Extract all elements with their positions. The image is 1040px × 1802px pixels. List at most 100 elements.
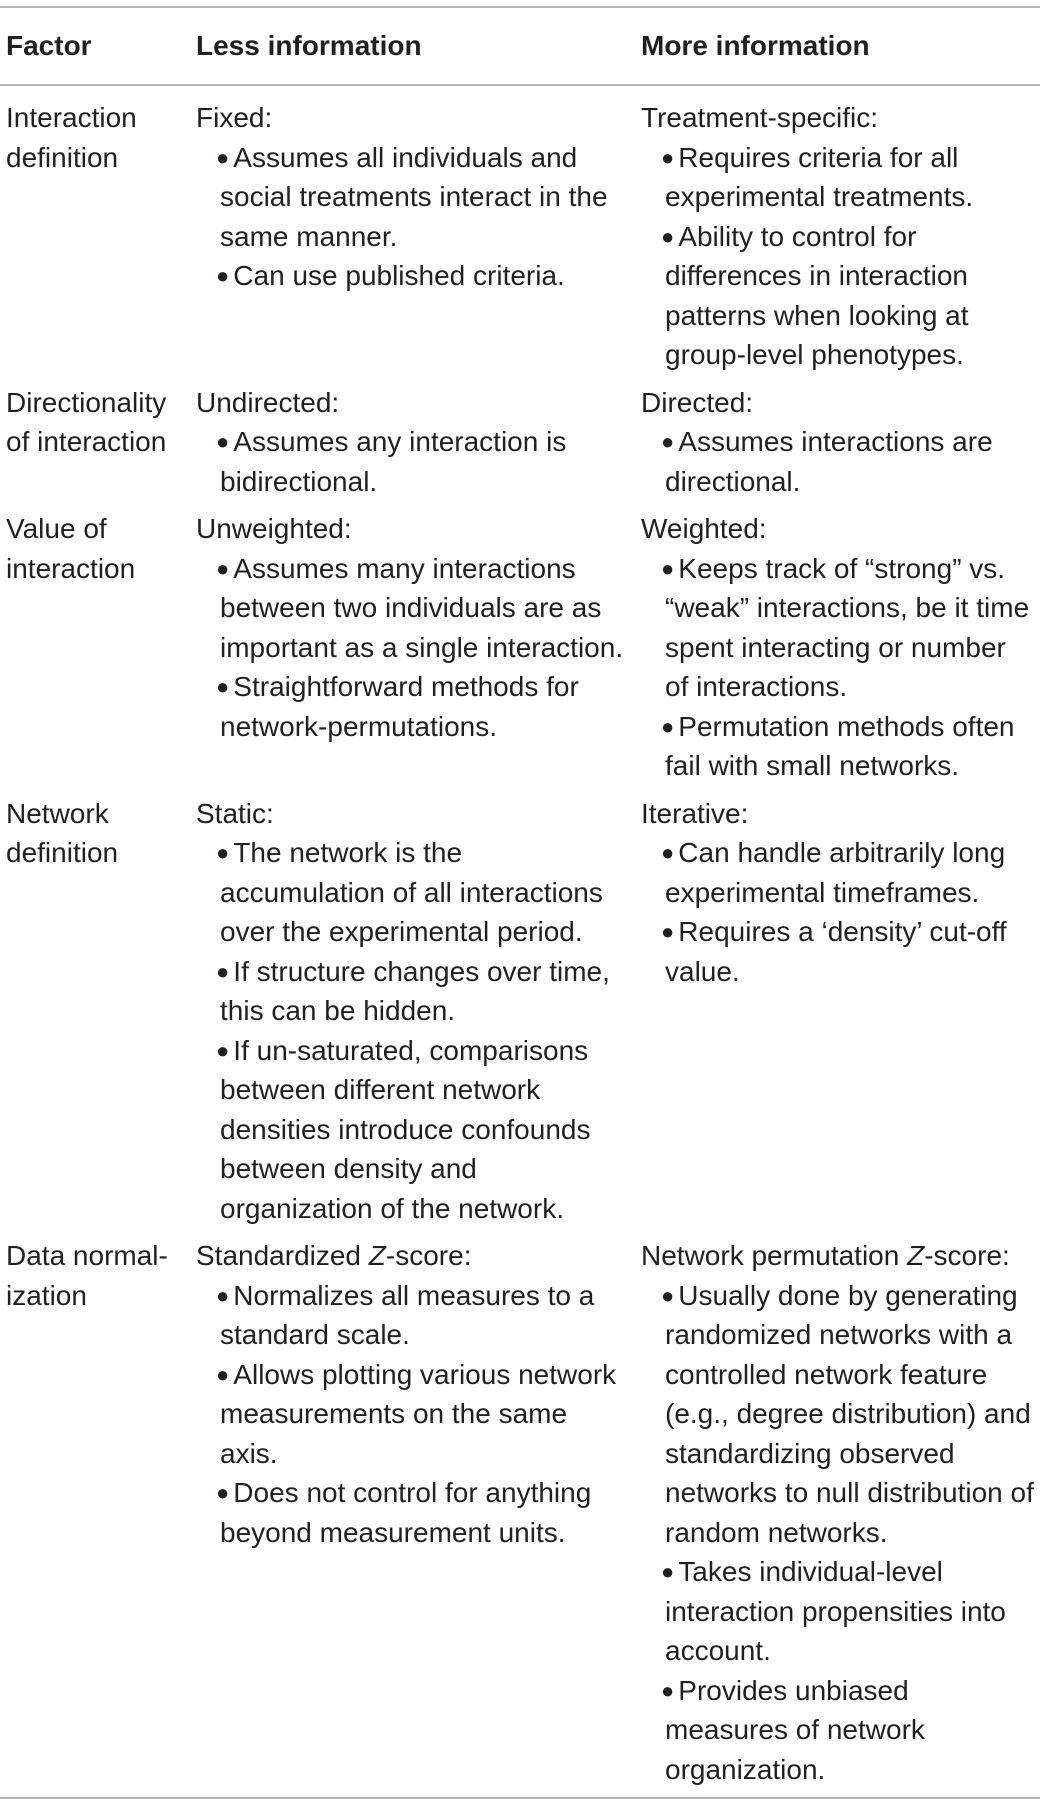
factor-cell: Directionality of interaction xyxy=(6,386,167,458)
bullet-icon: ● xyxy=(216,263,230,288)
factor-cell: Data normal-ization xyxy=(6,1240,168,1311)
bullet-text: Can handle arbitrarily long experimental… xyxy=(665,837,1006,908)
more-heading: Weighted: xyxy=(641,513,767,544)
more-information-cell: Weighted:●Keeps track of “strong” vs. “w… xyxy=(635,509,1040,794)
table-row: Data normal-ization Standardized Z-score:… xyxy=(0,1236,1040,1798)
bullet-text: Assumes many interactions between two in… xyxy=(220,552,624,663)
bullet-icon: ● xyxy=(216,1037,230,1063)
bullet-icon: ● xyxy=(216,144,230,170)
bullet-text: Assumes any interaction is bidirectional… xyxy=(220,426,567,497)
bullet-icon: ● xyxy=(661,919,675,944)
less-heading: Standardized Z-score: xyxy=(196,1240,472,1271)
bullet-item: ●Assumes interactions are directional. xyxy=(641,422,1034,501)
bullet-item: ●Can handle arbitrarily long experimenta… xyxy=(641,833,1034,912)
bullet-icon: ● xyxy=(216,674,230,699)
bullet-icon: ● xyxy=(216,1480,230,1505)
bullet-text: Takes individual-level interaction prope… xyxy=(665,1556,1006,1666)
bullet-item: ●Assumes any interaction is bidirectiona… xyxy=(196,422,629,501)
factor-cell: Value of interaction xyxy=(6,513,136,584)
bullet-text: Requires criteria for all experimental t… xyxy=(665,141,974,213)
bullet-text: Assumes interactions are directional. xyxy=(665,426,993,497)
bullet-text: Straightforward methods for network-perm… xyxy=(220,671,579,742)
bullet-text: Assumes all individuals and social treat… xyxy=(220,141,608,252)
less-information-cell: Undirected: ●Assumes any interaction is b… xyxy=(190,383,635,510)
bullet-icon: ● xyxy=(216,1361,230,1387)
bullet-item: ●Does not control for anything beyond me… xyxy=(196,1473,629,1552)
factor-cell: Network definition xyxy=(6,797,119,869)
bullet-icon: ● xyxy=(661,555,675,581)
less-heading: Undirected: xyxy=(196,386,340,418)
bullet-text: Can use published criteria. xyxy=(233,260,565,291)
bullet-icon: ● xyxy=(216,429,230,454)
bullet-item: ●Permutation methods often fail with sma… xyxy=(641,707,1034,786)
bullet-item: ●Takes individual-level interaction prop… xyxy=(641,1552,1034,1671)
bullet-text: Keeps track of “strong” vs. “weak” inter… xyxy=(665,552,1030,703)
bullet-item: ●The network is the accumulation of all … xyxy=(196,833,629,952)
bullet-item: ●Ability to control for differences in i… xyxy=(641,217,1034,375)
bullet-text: Normalizes all measures to a standard sc… xyxy=(220,1279,595,1351)
bullet-item: ●Requires criteria for all experimental … xyxy=(641,138,1034,217)
bullet-icon: ● xyxy=(661,1677,675,1703)
bullet-text: Permutation methods often fail with smal… xyxy=(665,710,1015,782)
more-heading: Treatment-specific: xyxy=(641,102,879,133)
less-heading: Unweighted: xyxy=(196,513,352,544)
bullet-text: Provides unbiased measures of network or… xyxy=(665,1674,925,1785)
header-more-information: More information xyxy=(641,30,870,62)
less-information-cell: Standardized Z-score:●Normalizes all mea… xyxy=(190,1236,635,1798)
bullet-icon: ● xyxy=(661,713,675,739)
less-information-cell: Unweighted:●Assumes many interactions be… xyxy=(190,509,635,794)
factor-cell: Interaction definition xyxy=(6,102,137,173)
bullet-item: ●Keeps track of “strong” vs. “weak” inte… xyxy=(641,549,1034,707)
bullet-text: Does not control for anything beyond mea… xyxy=(220,1477,592,1548)
bullet-icon: ● xyxy=(661,429,675,454)
more-information-cell: Directed: ●Assumes interactions are direc… xyxy=(635,383,1040,510)
more-heading: Network permutation Z-score: xyxy=(641,1240,1010,1271)
less-information-cell: Static:●The network is the accumulation … xyxy=(190,794,635,1237)
bullet-text: Ability to control for differences in in… xyxy=(665,220,969,371)
less-information-cell: Fixed:●Assumes all individuals and socia… xyxy=(190,85,635,383)
header-factor: Factor xyxy=(6,30,92,62)
more-information-cell: Treatment-specific:●Requires criteria fo… xyxy=(635,85,1040,383)
bullet-item: ●Assumes many interactions between two i… xyxy=(196,549,629,668)
more-information-cell: Iterative:●Can handle arbitrarily long e… xyxy=(635,794,1040,1237)
bullet-item: ●Allows plotting various network measure… xyxy=(196,1355,629,1474)
bullet-icon: ● xyxy=(661,144,675,170)
less-heading: Static: xyxy=(196,797,274,829)
bullet-item: ●Requires a ‘density’ cut-off value. xyxy=(641,912,1034,991)
bullet-item: ●Assumes all individuals and social trea… xyxy=(196,138,629,257)
table-header: Factor Less information More information xyxy=(0,7,1040,85)
bullet-icon: ● xyxy=(661,1559,675,1584)
table-row: Directionality of interaction Undirected:… xyxy=(0,383,1040,510)
bullet-icon: ● xyxy=(216,840,230,865)
bullet-text: Requires a ‘density’ cut-off value. xyxy=(665,916,1007,987)
more-heading: Iterative: xyxy=(641,797,749,829)
comparison-table: Factor Less information More information… xyxy=(0,6,1040,1799)
less-heading: Fixed: xyxy=(196,102,273,133)
bullet-item: ●Normalizes all measures to a standard s… xyxy=(196,1276,629,1355)
bullet-icon: ● xyxy=(216,1282,230,1308)
bullet-icon: ● xyxy=(216,555,230,581)
bullet-item: ●If structure changes over time, this ca… xyxy=(196,952,629,1031)
bullet-item: ●Can use published criteria. xyxy=(196,256,629,296)
bullet-item: ●Provides unbiased measures of network o… xyxy=(641,1671,1034,1790)
bullet-text: The network is the accumulation of all i… xyxy=(220,837,603,947)
header-less-information: Less information xyxy=(196,30,422,62)
bullet-item: ●Straightforward methods for network-per… xyxy=(196,667,629,746)
bullet-icon: ● xyxy=(216,958,230,984)
bullet-text: Allows plotting various network measurem… xyxy=(220,1358,617,1469)
header-row: Factor Less information More information xyxy=(0,7,1040,85)
bullet-text: If un-saturated, comparisons between dif… xyxy=(220,1034,591,1224)
bullet-item: ●If un-saturated, comparisons between di… xyxy=(196,1031,629,1229)
bullet-text: Usually done by generating randomized ne… xyxy=(665,1279,1034,1548)
bullet-icon: ● xyxy=(661,1282,675,1308)
more-information-cell: Network permutation Z-score:●Usually don… xyxy=(635,1236,1040,1798)
bullet-icon: ● xyxy=(661,840,675,865)
bullet-icon: ● xyxy=(661,223,675,249)
bullet-text: If structure changes over time, this can… xyxy=(220,955,610,1027)
more-heading: Directed: xyxy=(641,386,754,418)
bullet-item: ●Usually done by generating randomized n… xyxy=(641,1276,1034,1553)
